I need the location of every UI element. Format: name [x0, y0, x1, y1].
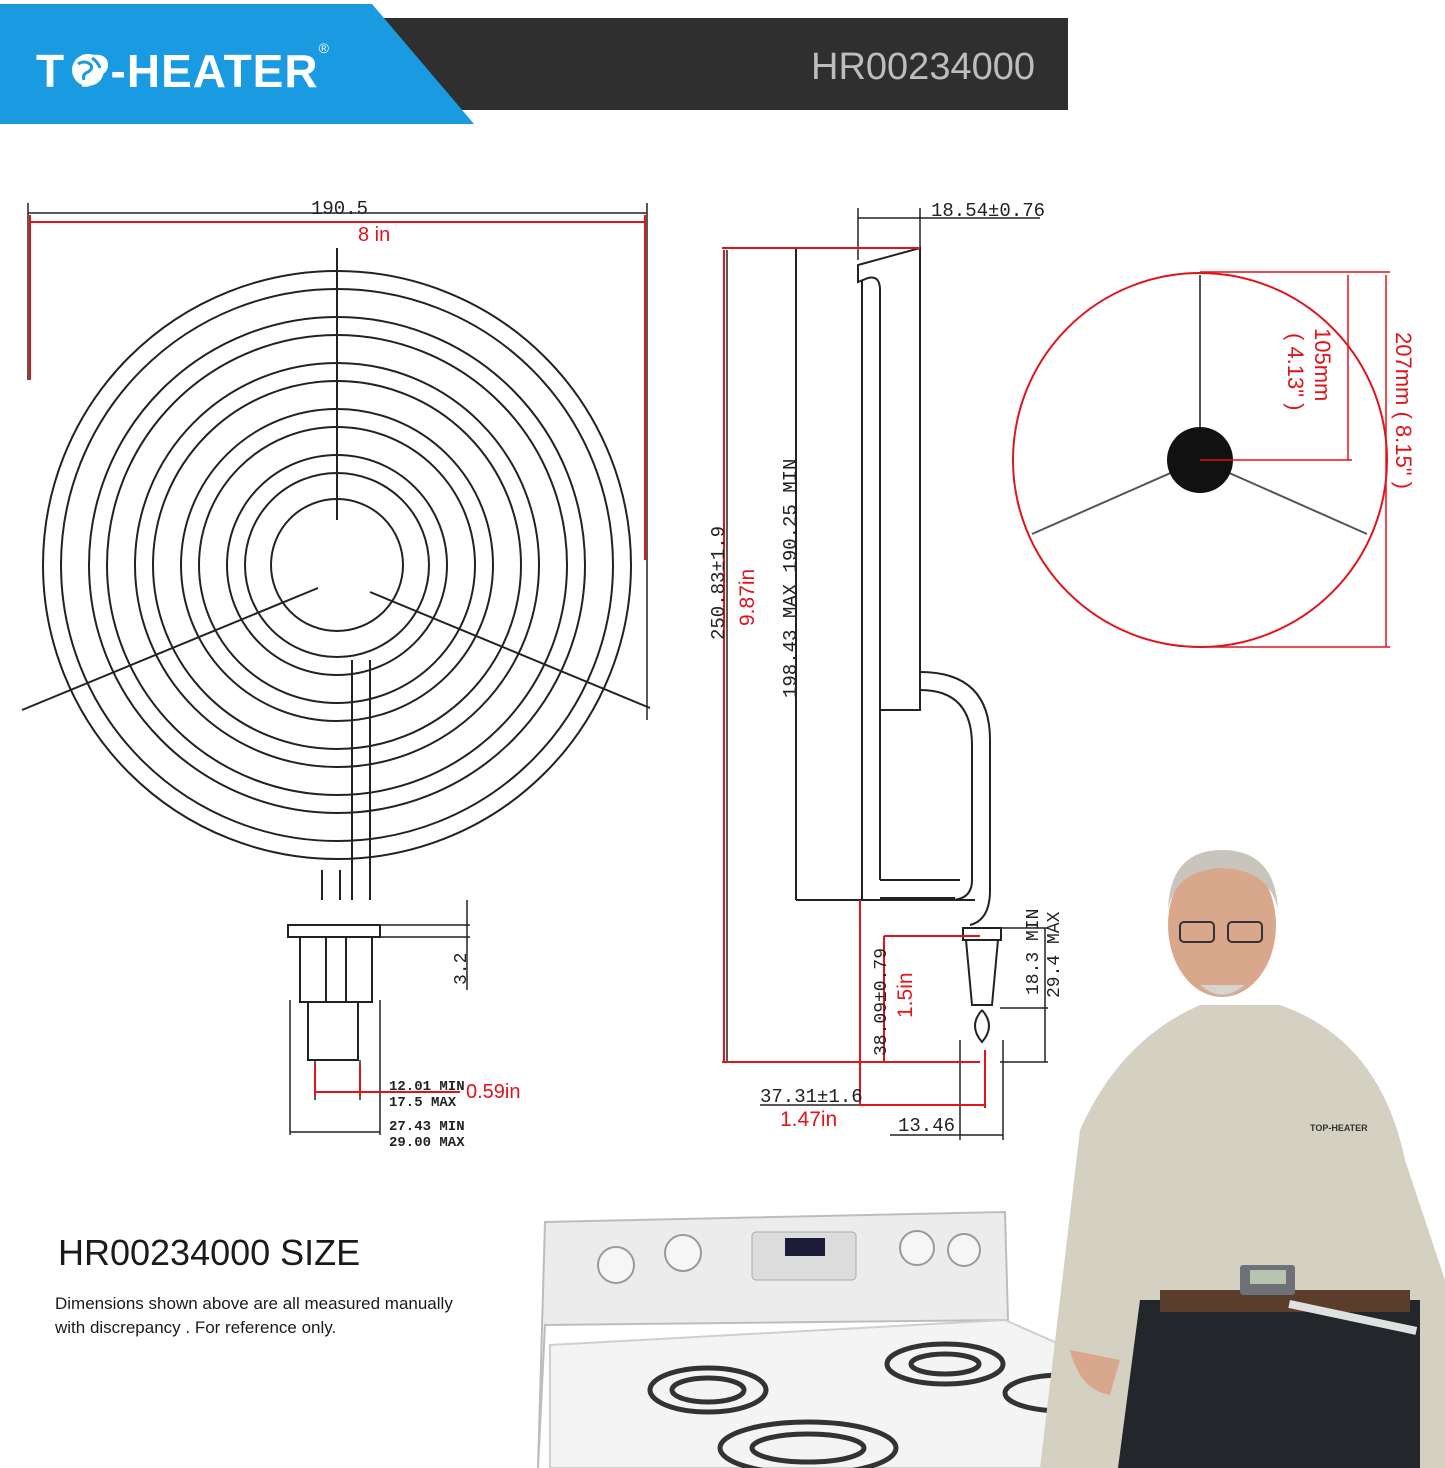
- lead-bend-outer: [919, 671, 991, 926]
- person-head: [1168, 853, 1276, 997]
- terminal-bracket: [287, 924, 381, 938]
- coil-length-label: 198.43 MAX 190.25 MIN: [780, 459, 802, 698]
- disclaimer-line-2: with discrepancy . For reference only.: [55, 1318, 337, 1337]
- inner-lead: [351, 660, 371, 900]
- radius-in-label: ( 4.13" ): [1283, 333, 1308, 411]
- terminal-pin-right: [345, 936, 373, 1003]
- terminal-max-label: 29.4 MAX: [1045, 911, 1065, 998]
- coil-profile-top: [857, 246, 921, 711]
- gap-min-label: 12.01 MIN: [389, 1079, 465, 1095]
- front-dimensions: [27, 203, 648, 1135]
- person-beard: [1199, 984, 1246, 996]
- terminal-foot: [307, 1001, 359, 1061]
- front-view: [21, 248, 651, 1061]
- terminal-length-label: 38.09±0.79: [872, 948, 892, 1056]
- person-trousers: [1118, 1300, 1420, 1468]
- gap-in-label: 0.59in: [466, 1081, 521, 1103]
- shirt-logo: TOP-HEATER: [1310, 1123, 1368, 1133]
- front-red-dims: [29, 215, 646, 1095]
- lead-bend-inner: [919, 689, 973, 901]
- diameter-label: 207mm ( 8.15" ): [1391, 332, 1416, 489]
- terminal-pin-left: [299, 936, 327, 1003]
- disclaimer-note: Dimensions shown above are all measured …: [55, 1292, 515, 1340]
- globe-icon: [72, 54, 104, 86]
- side-view: [795, 246, 1002, 1044]
- thickness-label: 18.54±0.76: [931, 200, 1045, 222]
- side-red-dims: [722, 247, 986, 1108]
- overall-length-in-label: 9.87in: [736, 569, 759, 626]
- tab-height-label: 3.2: [452, 953, 472, 985]
- radius-mm-label: 105mm: [1310, 328, 1335, 401]
- terminal-min-label: 18.3 MIN: [1024, 909, 1044, 995]
- person-belt: [1160, 1290, 1410, 1312]
- side-terminal-pin: [964, 939, 1000, 1006]
- side-terminal-eyelet: [974, 1009, 990, 1044]
- overall-length-label: 250.83±1.9: [708, 526, 730, 640]
- support-spoke-right: [369, 591, 651, 709]
- coil-profile-body: [861, 280, 881, 900]
- side-terminal-bracket: [962, 927, 1002, 941]
- disclaimer-line-1: Dimensions shown above are all measured …: [55, 1294, 453, 1313]
- stove-display: [785, 1238, 825, 1256]
- person-hair: [1168, 850, 1278, 910]
- width-in-label: 8 in: [358, 224, 390, 246]
- model-number-header: HR00234000: [811, 46, 1035, 88]
- tip-label: 13.46: [898, 1115, 955, 1137]
- stove-knobs: [597, 1230, 981, 1284]
- offset-label: 37.31±1.6: [760, 1086, 863, 1108]
- gap-max-label: 17.5 MAX: [389, 1095, 457, 1111]
- coil-rings: [42, 270, 632, 860]
- terminal-length-in-label: 1.5in: [894, 972, 917, 1018]
- width-mm-label: 190.5: [311, 198, 368, 220]
- person-illustration: [1040, 850, 1445, 1468]
- person-hand: [1070, 1350, 1120, 1395]
- size-title: HR00234000 SIZE: [58, 1232, 361, 1273]
- stove-backsplash: [537, 1210, 1010, 1468]
- outer-lead: [321, 870, 341, 900]
- span-max-label: 29.00 MAX: [389, 1135, 465, 1151]
- span-min-label: 27.43 MIN: [389, 1119, 465, 1135]
- glasses-icon: [1179, 921, 1215, 943]
- support-spoke-left: [21, 587, 319, 711]
- offset-in-label: 1.47in: [780, 1108, 837, 1131]
- tripod-view: 105mm ( 4.13" ) 207mm ( 8.15" ): [1012, 271, 1416, 648]
